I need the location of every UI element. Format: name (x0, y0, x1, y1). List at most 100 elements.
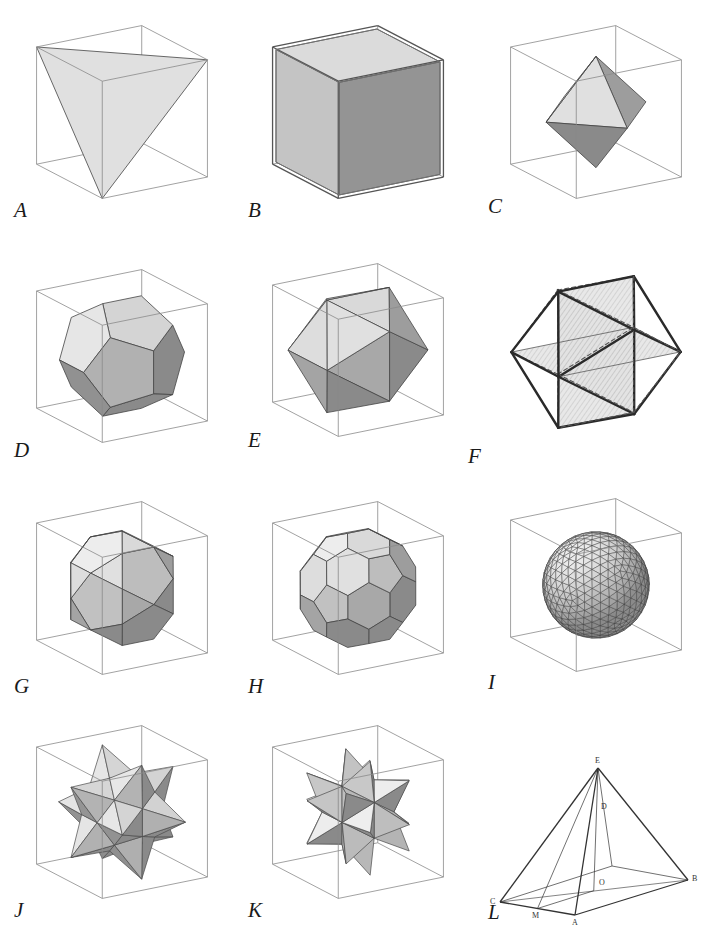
cube-frame-edge (616, 499, 682, 533)
cube-frame-edge (576, 650, 681, 671)
cube-frame-edge (511, 637, 577, 671)
cube-frame-edge (338, 319, 339, 436)
icosahedron-edge (558, 290, 634, 327)
icosahedron-edge (557, 377, 560, 428)
cube-frame-edge (338, 781, 339, 898)
polyhedron-face (546, 122, 627, 168)
figure-panel (511, 26, 682, 199)
cube-frame-edge (102, 81, 103, 198)
polyhedron-face (546, 56, 627, 128)
cube-frame-edge (272, 523, 273, 640)
cube-frame-edge (273, 747, 339, 781)
figure-panel (273, 264, 444, 437)
cube-frame-edge (338, 760, 443, 781)
cube-frame-edge (273, 47, 339, 81)
cube-frame-edge (576, 177, 681, 198)
polyhedron-face (608, 536, 616, 540)
polyhedron-face (300, 595, 326, 637)
cube-frame-edge (273, 523, 339, 557)
cube-frame-edge (273, 402, 339, 436)
polyhedron-face (577, 584, 585, 593)
cube-frame-edge (378, 264, 444, 298)
icosahedron-edge (511, 352, 558, 428)
polyhedron-face (122, 530, 173, 556)
icosahedron-edge (511, 352, 558, 377)
cube-frame-edge (273, 26, 378, 47)
polyhedron-face (389, 287, 428, 350)
cube-frame-edge (338, 653, 443, 674)
pyramid-edge (594, 768, 598, 891)
cube-frame-edge (275, 50, 276, 163)
cube-frame-edge (37, 270, 142, 291)
figure-letter: B (248, 200, 261, 221)
figure-letter: E (248, 430, 261, 451)
polyhedron-face (630, 589, 636, 598)
icosahedron-edge (633, 276, 634, 327)
polyhedron-face (142, 836, 155, 879)
figure-panel (273, 26, 444, 199)
cube-frame-edge (276, 29, 377, 50)
polyhedron-face (637, 591, 642, 600)
polyhedron-face (288, 350, 327, 413)
cube-frame-edge (338, 60, 443, 81)
cube-frame-edge (37, 747, 103, 781)
polyhedron-face (369, 616, 403, 643)
polyhedron-face (584, 634, 592, 636)
polyhedron-face (600, 532, 608, 533)
icosahedron-edge (634, 276, 681, 352)
cube-frame-edge (576, 60, 681, 81)
pyramid-edge (598, 768, 688, 880)
polyhedron-face (327, 619, 369, 647)
cube-frame-edge (102, 536, 207, 557)
cube-frame-edge (102, 177, 207, 198)
polyhedron-face (544, 575, 547, 584)
polyhedron-face (570, 543, 577, 547)
polyhedron-face (276, 50, 339, 195)
pyramid-edge (612, 866, 688, 880)
cube-frame-edge (511, 26, 616, 47)
cube-frame-edge (338, 177, 443, 198)
pyramid-edge (598, 768, 612, 866)
polyhedron-face (59, 360, 110, 416)
cube-frame-edge (339, 174, 440, 195)
figure-letter: I (488, 672, 495, 693)
icosahedron-edge (634, 352, 680, 414)
polyhedron-face (122, 605, 173, 646)
cube-frame-edge (142, 143, 208, 177)
icosahedron-edge (558, 374, 634, 412)
cube-frame-edge (272, 47, 273, 164)
cube-frame-edge (37, 502, 142, 523)
cube-frame-edge (37, 408, 103, 442)
cube-frame-edge (207, 60, 208, 177)
cube-frame-edge (440, 62, 441, 175)
figure-panel (37, 726, 208, 899)
cube-frame-edge (338, 298, 443, 319)
cube-frame-edge (443, 60, 444, 177)
golden-rectangle (511, 327, 680, 376)
polyhedron-face (71, 563, 91, 599)
pyramid-edge (538, 768, 599, 909)
polyhedron-face (374, 803, 409, 839)
cube-frame-edge (102, 760, 207, 781)
cube-frame-edge (272, 285, 273, 402)
cube-frame-edge (377, 29, 440, 62)
cube-frame-edge (511, 164, 577, 198)
polyhedron-face (592, 579, 600, 588)
cube-frame-edge (273, 164, 339, 198)
polyhedron-face (326, 287, 389, 300)
polyhedron-face (556, 573, 562, 582)
icosahedron-edge (634, 352, 681, 413)
cube-frame-edge (378, 843, 444, 877)
icosahedron-edge (558, 292, 634, 330)
polyhedron-face (562, 576, 569, 585)
figure-letter: K (248, 900, 262, 921)
cube-frame-edge (142, 726, 208, 760)
figure-letter: A (14, 200, 27, 221)
polyhedron-face (342, 794, 374, 823)
figure-letter: J (14, 900, 23, 921)
cube-frame-edge (37, 726, 142, 747)
cube-frame-edge (37, 864, 103, 898)
polyhedron-face (583, 533, 592, 536)
